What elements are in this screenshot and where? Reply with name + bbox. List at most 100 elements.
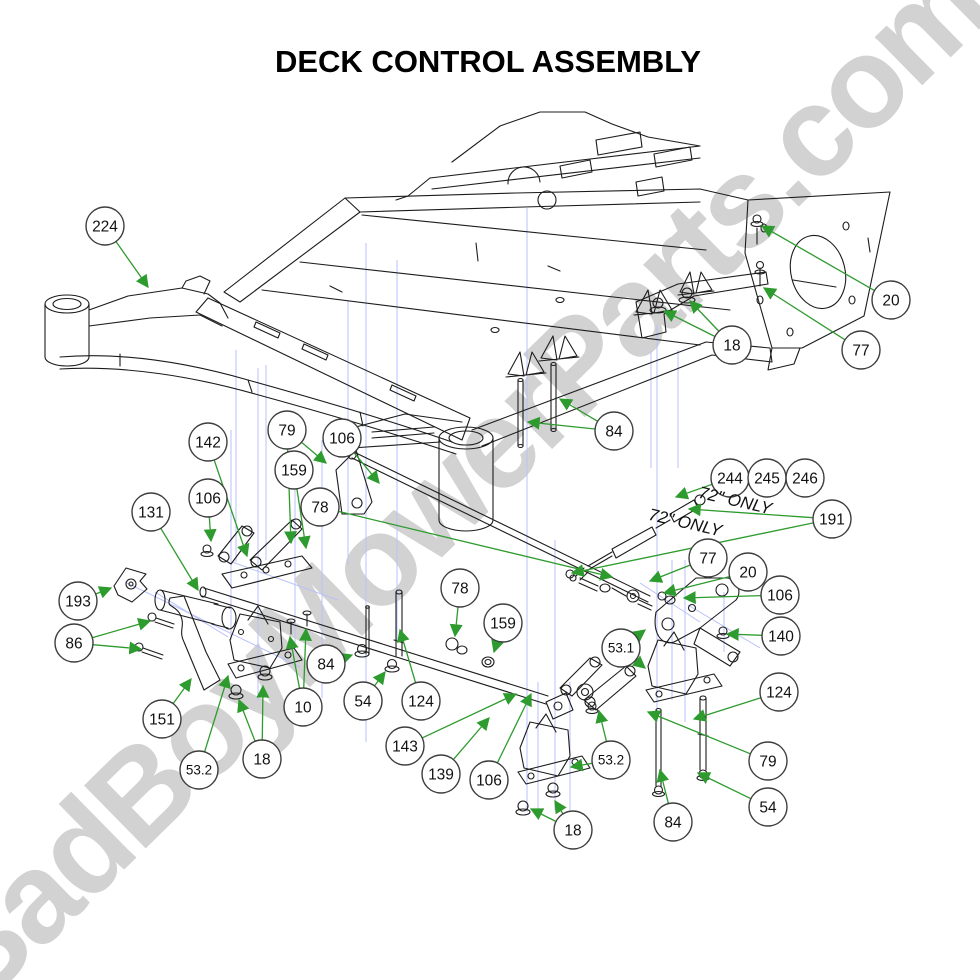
callout-20: 20 xyxy=(728,552,768,592)
callout-78: 78 xyxy=(440,568,480,608)
callout-number-224: 224 xyxy=(92,218,118,235)
callout-number-124: 124 xyxy=(408,693,434,710)
callout-159: 159 xyxy=(483,603,523,643)
callout-number-191: 191 xyxy=(819,511,845,528)
leader-line-86 xyxy=(92,641,143,655)
callout-number-53.2: 53.2 xyxy=(186,763,212,778)
callout-53.2: 53.2 xyxy=(179,750,219,790)
callout-circle-224 xyxy=(85,206,125,246)
callout-159: 159 xyxy=(274,450,314,490)
leader-line-18 xyxy=(689,300,720,332)
callout-54: 54 xyxy=(748,787,788,827)
callout-circle-140 xyxy=(761,616,801,656)
callout-circle-106 xyxy=(322,418,362,458)
leader-line-84 xyxy=(526,416,596,430)
leader-line-224 xyxy=(115,241,149,289)
callout-circle-54 xyxy=(343,681,383,721)
callout-circle-143 xyxy=(385,726,425,766)
callout-number-142: 142 xyxy=(195,434,221,451)
callout-84: 84 xyxy=(653,802,693,842)
leader-line-79 xyxy=(646,710,751,755)
callout-number-79: 79 xyxy=(278,422,295,439)
callout-number-151: 151 xyxy=(149,711,175,728)
leader-line-124 xyxy=(397,628,417,683)
callout-number-54: 54 xyxy=(354,693,372,710)
leader-line-79 xyxy=(301,441,327,464)
callout-circle-191 xyxy=(812,499,852,539)
callout-246: 246 xyxy=(785,458,825,498)
callout-circle-106 xyxy=(760,575,800,615)
callout-number-54: 54 xyxy=(759,799,777,816)
leader-line-20 xyxy=(760,225,875,292)
callout-number-106: 106 xyxy=(476,772,502,789)
callout-number-246: 246 xyxy=(792,470,818,487)
callout-number-106: 106 xyxy=(767,587,793,604)
callout-244: 244 xyxy=(710,458,750,498)
leader-line-77 xyxy=(762,287,846,341)
callout-139: 139 xyxy=(421,754,461,794)
callout-106: 106 xyxy=(760,575,800,615)
callout-140: 140 xyxy=(761,616,801,656)
callout-circle-18 xyxy=(553,810,593,850)
callout-circle-53.2 xyxy=(591,740,631,780)
leader-line-53.2 xyxy=(569,758,593,772)
callout-10: 10 xyxy=(283,687,323,727)
leader-line-20 xyxy=(662,575,730,597)
callout-circle-77 xyxy=(688,538,728,578)
callout-number-139: 139 xyxy=(428,766,454,783)
callout-142: 142 xyxy=(188,422,228,462)
callout-circle-84 xyxy=(653,802,693,842)
callout-circle-159 xyxy=(483,603,523,643)
callout-124: 124 xyxy=(759,672,799,712)
callout-79: 79 xyxy=(267,410,307,450)
callout-number-77: 77 xyxy=(699,550,716,567)
callout-circle-124 xyxy=(759,672,799,712)
callout-circle-193 xyxy=(58,581,98,621)
leader-line-106 xyxy=(203,516,217,543)
callout-number-78: 78 xyxy=(311,499,328,516)
callout-circle-159 xyxy=(274,450,314,490)
callout-circle-139 xyxy=(421,754,461,794)
leader-line-53.1 xyxy=(631,629,647,643)
callout-193: 193 xyxy=(58,581,98,621)
callout-77: 77 xyxy=(841,330,881,370)
leader-line-18 xyxy=(237,698,256,742)
callout-131: 131 xyxy=(131,492,171,532)
callout-circle-20 xyxy=(871,280,911,320)
callout-224: 224 xyxy=(85,206,125,246)
callout-106: 106 xyxy=(469,760,509,800)
callout-number-140: 140 xyxy=(768,628,794,645)
callout-circle-84 xyxy=(594,411,634,451)
projection-lines xyxy=(124,208,761,812)
callout-number-106: 106 xyxy=(195,490,221,507)
callout-circle-106 xyxy=(469,760,509,800)
callout-number-84: 84 xyxy=(664,814,682,831)
callout-20: 20 xyxy=(871,280,911,320)
callout-number-159: 159 xyxy=(490,615,516,632)
leader-line-193 xyxy=(95,586,113,599)
callout-circle-246 xyxy=(785,458,825,498)
leader-line-53.1 xyxy=(631,655,646,669)
callout-number-20: 20 xyxy=(739,564,757,581)
callout-circle-124 xyxy=(401,681,441,721)
callout-number-20: 20 xyxy=(882,292,900,309)
callout-circle-78 xyxy=(440,568,480,608)
leader-line-86 xyxy=(92,618,152,639)
callout-245: 245 xyxy=(747,458,787,498)
leader-line-54 xyxy=(372,670,386,687)
callout-84: 84 xyxy=(594,411,634,451)
leader-line-191 xyxy=(687,503,814,519)
leader-line-84 xyxy=(656,768,670,804)
callout-number-84: 84 xyxy=(317,656,335,673)
callout-circle-53.1 xyxy=(601,628,641,668)
callout-79: 79 xyxy=(748,741,788,781)
leader-line-159 xyxy=(491,638,504,654)
leader-line-106 xyxy=(682,591,762,605)
callout-18: 18 xyxy=(553,810,593,850)
leader-line-151 xyxy=(172,677,192,704)
leader-line-77 xyxy=(648,564,691,583)
